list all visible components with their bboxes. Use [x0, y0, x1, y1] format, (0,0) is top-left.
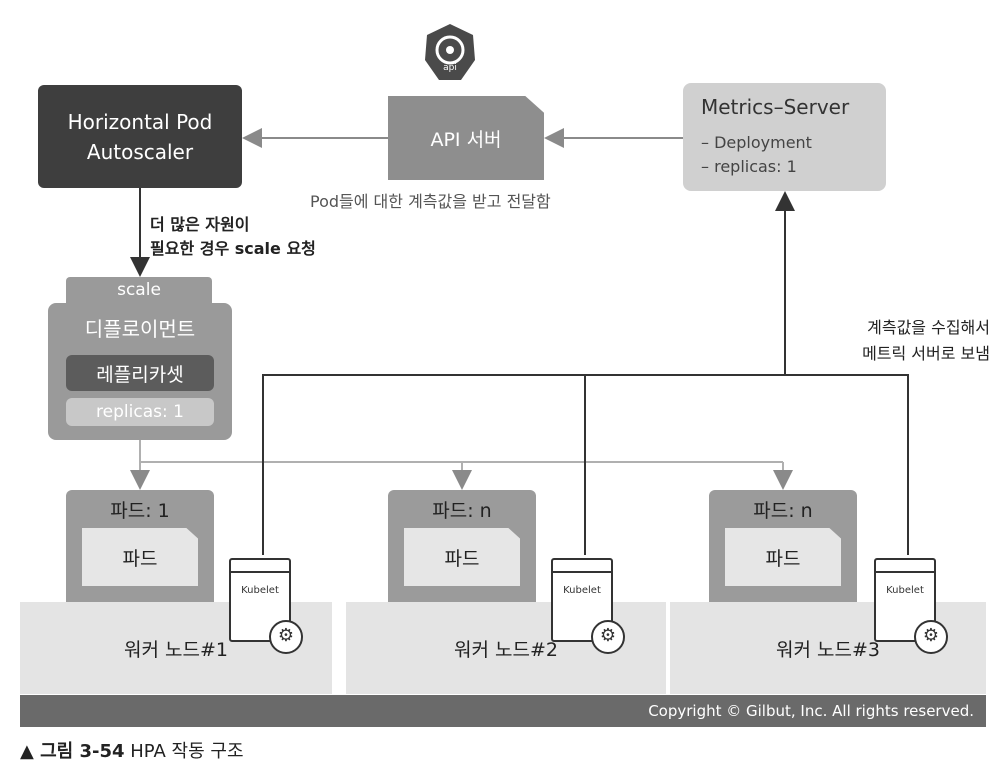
caption-text: HPA 작동 구조	[124, 741, 244, 762]
label-scale-request: 더 많은 자원이 필요한 경우 scale 요청	[150, 213, 316, 261]
hpa-box: Horizontal Pod Autoscaler	[38, 85, 242, 188]
label-scale-request-2: 필요한 경우 scale 요청	[150, 239, 316, 258]
figure-caption: ▲ 그림 3-54 HPA 작동 구조	[20, 737, 244, 763]
label-api-to-hpa: Pod들에 대한 계측값을 받고 전달함	[310, 192, 551, 211]
hpa-line2: Autoscaler	[86, 139, 194, 164]
pod-1-label: 파드	[122, 547, 158, 570]
pod-3: 파드	[725, 528, 841, 586]
copyright-text: Copyright © Gilbut, Inc. All rights rese…	[648, 702, 974, 720]
label-collect-2: 메트릭 서버로 보냄	[862, 344, 990, 363]
caption-prefix: ▲ 그림 3-54	[20, 741, 125, 762]
pod-group-3-title: 파드: n	[753, 500, 813, 522]
api-server-label: API 서버	[430, 128, 502, 151]
kubelet-window-icon: Kubelet ⚙	[229, 558, 303, 654]
pod-2-label: 파드	[444, 547, 480, 570]
pod-group-1: 파드: 1 파드	[66, 490, 214, 602]
pod-group-2: 파드: n 파드	[388, 490, 536, 602]
kubelet-1-label: Kubelet	[241, 585, 279, 596]
pod-group-1-title: 파드: 1	[110, 500, 170, 522]
pod-3-label: 파드	[765, 547, 801, 570]
replicaset-label: 레플리카셋	[96, 363, 184, 386]
kubelet-window-icon: Kubelet ⚙	[874, 558, 948, 654]
metrics-server-box: Metrics–Server – Deployment – replicas: …	[683, 83, 886, 191]
scale-tab: scale	[66, 277, 212, 303]
scale-label: scale	[117, 280, 161, 300]
kubernetes-api-icon: api	[423, 22, 477, 82]
api-server-box: API 서버	[388, 96, 544, 180]
pod-2: 파드	[404, 528, 520, 586]
replicas-label: replicas: 1	[96, 402, 184, 422]
kubelet-3-label: Kubelet	[886, 585, 924, 596]
api-icon-label: api	[443, 63, 457, 73]
metrics-line-deployment: – Deployment	[701, 133, 812, 152]
metrics-line-replicas: – replicas: 1	[701, 157, 797, 176]
worker-node-3-label: 워커 노드#3	[776, 638, 880, 661]
kubelet-window-icon: Kubelet ⚙	[551, 558, 625, 654]
deployment-box: 디플로이먼트 레플리카셋 replicas: 1	[48, 303, 232, 440]
metrics-server-title: Metrics–Server	[701, 95, 850, 119]
replicaset-box: 레플리카셋	[66, 355, 214, 391]
hpa-line1: Horizontal Pod	[67, 109, 213, 134]
worker-node-2-label: 워커 노드#2	[454, 638, 558, 661]
gear-icon: ⚙	[591, 620, 625, 654]
label-collect-1: 계측값을 수집해서	[867, 318, 990, 337]
deployment-title: 디플로이먼트	[84, 317, 196, 341]
gear-icon: ⚙	[269, 620, 303, 654]
kubelet-2-label: Kubelet	[563, 585, 601, 596]
pod-1: 파드	[82, 528, 198, 586]
worker-node-1-label: 워커 노드#1	[124, 638, 228, 661]
replicas-box: replicas: 1	[66, 398, 214, 426]
gear-icon: ⚙	[914, 620, 948, 654]
label-collect: 계측값을 수집해서 메트릭 서버로 보냄	[820, 315, 990, 367]
copyright-bar: Copyright © Gilbut, Inc. All rights rese…	[20, 695, 986, 727]
pod-group-2-title: 파드: n	[432, 500, 492, 522]
arrows-deploy-to-pods	[139, 440, 783, 463]
label-scale-request-1: 더 많은 자원이	[150, 215, 250, 234]
pod-group-3: 파드: n 파드	[709, 490, 857, 602]
